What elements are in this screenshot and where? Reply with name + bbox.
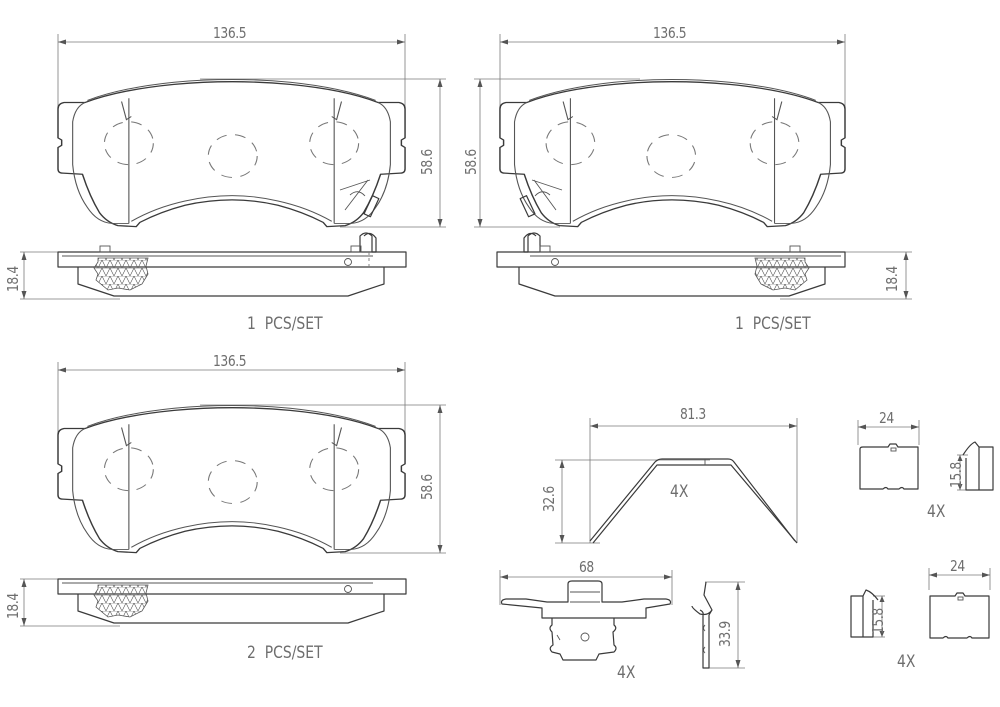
spring-wire-height-label: 32.6: [540, 486, 558, 512]
pad-3-width-label: 136.5: [213, 352, 247, 370]
pad-3-quantity-label: 2 PCS/SET: [247, 643, 323, 663]
spring-wire-width-label: 81.3: [680, 405, 706, 423]
shim-clip-b-width-label: 24: [950, 557, 965, 575]
pad-1-quantity-label: 1 PCS/SET: [247, 314, 323, 334]
pad-top-right: [474, 34, 912, 300]
pad-2-width-label: 136.5: [653, 24, 687, 42]
pad-1-height-label: 58.6: [418, 149, 436, 175]
shim-clip-a-width-label: 24: [879, 409, 894, 427]
pad-2-thickness-label: 18.4: [883, 266, 901, 292]
retainer-clip-quantity-label: 4X: [617, 663, 636, 683]
spring-wire-quantity-label: 4X: [670, 482, 689, 502]
retainer-clip-drawing: [499, 570, 673, 661]
retainer-clip-width-label: 68: [579, 558, 594, 576]
wear-sensor-icon: [519, 179, 563, 218]
retainer-clip-side-drawing: [691, 581, 745, 669]
shim-clip-b-drawing: [850, 568, 991, 639]
pad-bottom-left: [20, 362, 446, 627]
retainer-clip-height-label: 33.9: [716, 621, 734, 647]
pad-3-thickness-label: 18.4: [4, 593, 22, 619]
shim-clip-b-height-label: 15.8: [869, 608, 887, 634]
pad-1-width-label: 136.5: [213, 24, 247, 42]
pad-2-height-label: 58.6: [462, 149, 480, 175]
spring-wire-drawing: [555, 418, 798, 544]
shim-clip-b-quantity-label: 4X: [897, 652, 916, 672]
pad-3-height-label: 58.6: [418, 474, 436, 500]
wear-sensor-icon: [339, 179, 380, 218]
shim-clip-a-height-label: 15.8: [947, 462, 965, 488]
pad-1-thickness-label: 18.4: [4, 266, 22, 292]
shim-clip-a-drawing: [857, 420, 994, 491]
pad-top-left: [20, 34, 446, 300]
shim-clip-a-quantity-label: 4X: [927, 502, 946, 522]
pad-2-quantity-label: 1 PCS/SET: [735, 314, 811, 334]
